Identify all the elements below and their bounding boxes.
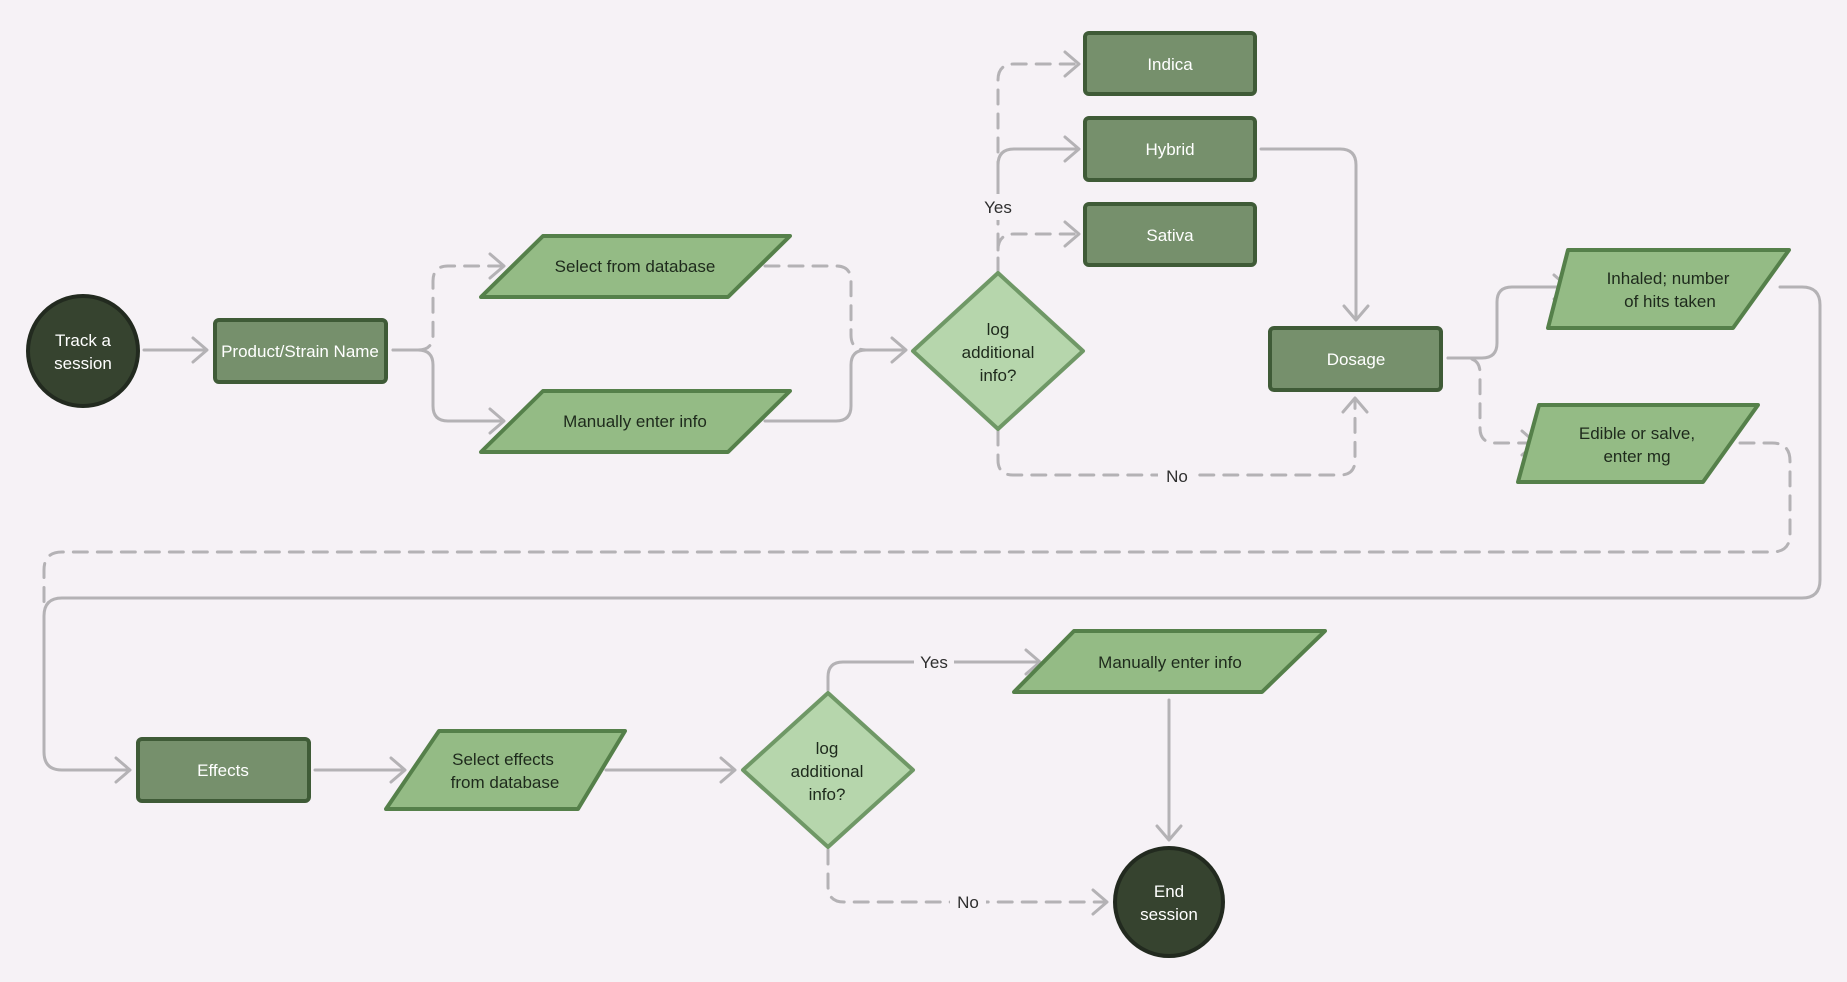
edge-dosage-to-inhaled [1446, 285, 1568, 360]
node-label: Select effects [452, 750, 554, 769]
edge-decision-2-to-manual-entry [826, 660, 1040, 692]
node-label: from database [451, 773, 560, 792]
node-label: info? [809, 785, 846, 804]
edge-hybrid-to-dosage [1259, 147, 1358, 320]
node-label: Dosage [1327, 350, 1386, 369]
node-label: additional [791, 762, 864, 781]
node-label: Edible or salve, [1579, 424, 1695, 443]
node-label: Hybrid [1145, 140, 1194, 159]
edge-inhaled-to-effects [42, 285, 1822, 772]
edge-decision-to-hybrid [996, 147, 1079, 192]
arrowhead [389, 756, 407, 784]
io-manually-enter-info-2[interactable]: Manually enter info [1012, 629, 1327, 694]
start-terminal-track-session[interactable]: Track a session [26, 294, 140, 408]
node-label: additional [962, 343, 1035, 362]
node-label: Manually enter info [563, 412, 707, 431]
arrowhead [488, 407, 506, 435]
edge-label-no: No [957, 893, 979, 912]
io-select-from-database[interactable]: Select from database [479, 234, 792, 299]
process-hybrid[interactable]: Hybrid [1083, 116, 1257, 182]
node-label: log [987, 320, 1010, 339]
io-manually-enter-info[interactable]: Manually enter info [479, 389, 792, 454]
node-label: log [816, 739, 839, 758]
node-label: session [54, 354, 112, 373]
node-label: Manually enter info [1098, 653, 1242, 672]
process-dosage[interactable]: Dosage [1268, 326, 1443, 392]
io-edible-or-salve[interactable]: Edible or salve, enter mg [1516, 403, 1760, 484]
edge-dosage-to-edible [1446, 356, 1536, 445]
edge-product-to-manual-entry [391, 348, 504, 423]
decision-log-additional-info-2[interactable]: log additional info? [741, 691, 915, 849]
node-label: enter mg [1603, 447, 1670, 466]
edge-decision-to-indica [996, 62, 1079, 274]
arrowhead [1024, 648, 1042, 676]
arrowhead [1342, 304, 1370, 322]
arrowhead [1091, 888, 1109, 916]
node-label: End [1154, 882, 1184, 901]
edge-label-yes: Yes [984, 198, 1012, 217]
edge-manual-entry-to-decision [763, 348, 906, 423]
arrowhead [719, 756, 737, 784]
arrowhead [1341, 396, 1369, 414]
edge-product-to-select-database [391, 264, 504, 352]
node-label: Track a [55, 331, 112, 350]
arrowhead [1063, 50, 1081, 78]
node-label: Indica [1147, 55, 1193, 74]
edge-label-yes: Yes [920, 653, 948, 672]
process-effects[interactable]: Effects [136, 737, 311, 803]
edge-edible-to-effects [42, 441, 1792, 612]
io-select-effects-from-database[interactable]: Select effects from database [384, 729, 627, 811]
node-label: Select from database [555, 257, 716, 276]
edge-select-database-to-decision [763, 264, 906, 352]
arrowhead [1063, 220, 1081, 248]
arrowhead [191, 336, 209, 364]
process-indica[interactable]: Indica [1083, 31, 1257, 96]
arrowhead [1063, 135, 1081, 163]
arrowhead [488, 252, 506, 280]
node-label: Sativa [1146, 226, 1194, 245]
edge-decision-2-to-end-no [826, 848, 1107, 904]
node-label: of hits taken [1624, 292, 1716, 311]
io-inhaled-number-of-hits[interactable]: Inhaled; number of hits taken [1546, 248, 1791, 330]
node-label: Product/Strain Name [221, 342, 379, 361]
node-label: Effects [197, 761, 249, 780]
arrowhead [114, 756, 132, 784]
process-sativa[interactable]: Sativa [1083, 202, 1257, 267]
end-terminal-end-session[interactable]: End session [1113, 846, 1225, 958]
node-label: Inhaled; number [1607, 269, 1730, 288]
arrowhead [1155, 824, 1183, 842]
edge-decision-to-sativa [996, 232, 1079, 252]
node-label: session [1140, 905, 1198, 924]
decision-log-additional-info[interactable]: log additional info? [911, 271, 1085, 431]
arrowhead [890, 336, 908, 364]
edge-label-no: No [1166, 467, 1188, 486]
node-label: info? [980, 366, 1017, 385]
process-product-strain-name[interactable]: Product/Strain Name [213, 318, 388, 384]
